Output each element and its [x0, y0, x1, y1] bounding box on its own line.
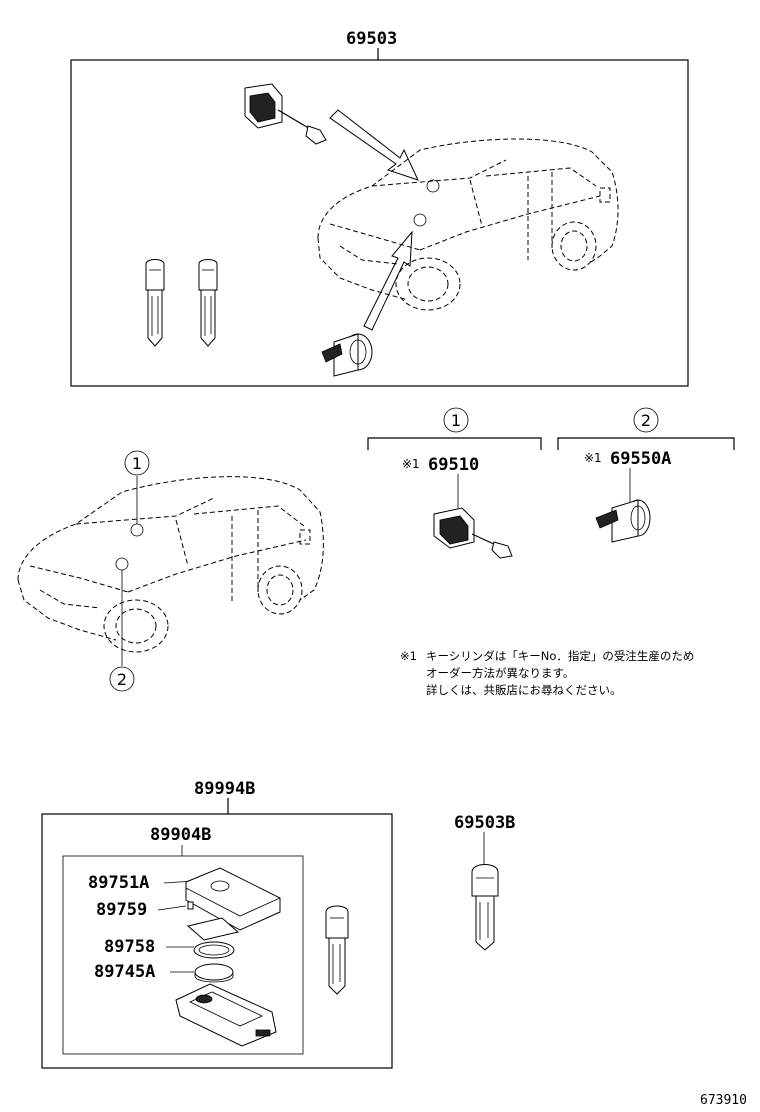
- remote-assy-frame: [62, 855, 304, 1055]
- remote-assy-number: 89904B: [150, 825, 211, 845]
- note-mark-a: ※1: [402, 457, 420, 471]
- arrow-to-ignition: [363, 230, 413, 331]
- kit-frame: [70, 59, 689, 387]
- ring-number: 89758: [104, 937, 155, 957]
- key-blank-right: [198, 259, 218, 347]
- kit-part-number: 69503: [346, 29, 397, 49]
- arrow-to-door: [329, 109, 419, 181]
- screw-number: 89759: [96, 900, 147, 920]
- ref-circle-1: [443, 407, 469, 433]
- door-lock-cylinder-top: [244, 83, 327, 145]
- remote-screw: [187, 901, 194, 910]
- remote-set-frame: [41, 813, 393, 1069]
- ref-bracket-1: [367, 437, 542, 450]
- ref-number-1: 1: [451, 411, 461, 430]
- note-mark: ※1: [400, 649, 417, 663]
- battery-cell: [194, 963, 234, 983]
- remote-cover: [185, 867, 281, 931]
- vehicle-location-view: [17, 476, 324, 653]
- note-line-3: 詳しくは、共販店にお尋ねください。: [426, 683, 622, 697]
- key-blank-left: [145, 259, 165, 347]
- location-marker-2-circle: [109, 666, 135, 692]
- ref-number-2: 2: [641, 411, 651, 430]
- key-b-number: 69503B: [454, 813, 515, 833]
- location-dot-2: [115, 557, 129, 571]
- ignition-cylinder-top: [321, 333, 373, 377]
- part-ignition-cylinder-number: 69550A: [610, 449, 671, 469]
- part-door-cylinder-number: 69510: [428, 455, 479, 475]
- vehicle-top: [317, 138, 619, 311]
- ref-circle-2: [633, 407, 659, 433]
- key-blank-69503b: [471, 864, 499, 951]
- location-marker-1: 1: [132, 454, 142, 473]
- location-marker-1-circle: [124, 450, 150, 476]
- o-ring: [193, 941, 235, 959]
- note-mark-b: ※1: [584, 451, 602, 465]
- remote-plate: [186, 917, 240, 941]
- remote-case: [175, 983, 277, 1047]
- ignition-cylinder: [595, 499, 651, 543]
- location-marker-2: 2: [117, 670, 127, 689]
- door-lock-cylinder: [433, 507, 513, 559]
- ref-bracket-2: [557, 437, 735, 450]
- screw-leader: [157, 905, 187, 911]
- remote-spare-key: [325, 905, 349, 995]
- note-line-2: オーダー方法が異なります。: [426, 666, 574, 680]
- location-dot-1: [130, 523, 144, 537]
- note-line-1: キーシリンダは「キーNo．指定」の受注生産のため: [426, 649, 694, 663]
- remote-set-number: 89994B: [194, 779, 255, 799]
- figure-ref: 673910: [700, 1093, 747, 1108]
- cover-number: 89751A: [88, 873, 149, 893]
- battery-number: 89745A: [94, 962, 155, 982]
